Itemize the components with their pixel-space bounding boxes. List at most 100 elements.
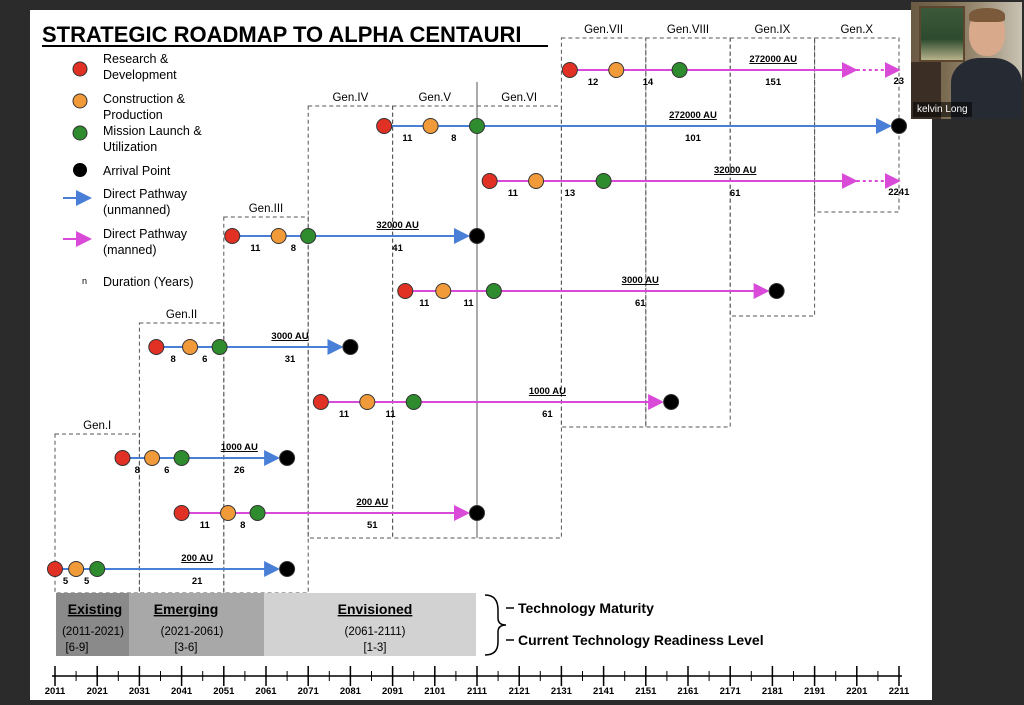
existing-label: Existing [68,601,122,617]
legend-arrival-marker [73,163,87,177]
arrival-point [469,505,485,521]
cp-milestone [528,173,545,189]
ml-milestone [671,62,688,78]
cp-milestone [270,228,287,244]
ml-milestone [485,283,502,299]
cp-milestone [144,450,161,466]
cp-milestone [435,283,452,299]
timeline-year-label: 2171 [720,686,742,697]
timeline-year-label: 2121 [509,686,531,697]
cp-milestone [68,561,85,577]
distance-label: 3000 AU [622,275,659,286]
distance-label: 272000 AU [669,110,717,121]
legend-unmanned-label: Direct Pathway(unmanned) [103,187,188,217]
trl-label: Current Technology Readiness Level [518,632,764,648]
existing-trl: [6-9] [65,642,88,654]
cp-duration-label: 6 [164,465,169,476]
timeline-year-label: 2051 [213,686,235,697]
legend-rd-marker [72,61,88,77]
arrival-point [469,228,485,244]
cp-duration-label: 11 [464,298,475,309]
timeline-year-label: 2211 [889,686,910,697]
timeline-year-label: 2061 [255,686,277,697]
distance-label: 200 AU [181,553,213,564]
cp-duration-label: 13 [565,188,576,199]
envisioned-band [264,593,476,656]
cp-milestone [359,394,376,410]
generation-label: Gen.IV [332,92,368,104]
timeline-year-label: 2091 [382,686,404,697]
timeline-year-label: 2151 [635,686,657,697]
cp-duration-label: 8 [291,243,296,254]
rd-duration-label: 8 [171,354,176,365]
generation-label: Gen.III [249,203,284,215]
legend-duration-label: Duration (Years) [103,275,194,289]
rd-duration-label: 11 [419,298,430,309]
continuation-year-label: 2241 [888,187,910,198]
generation-box [476,105,562,539]
generation-label: Gen.V [418,92,451,104]
mission-duration-label: 26 [234,465,245,476]
rd-duration-label: 11 [250,243,261,254]
rd-milestone [47,561,63,577]
generation-label: Gen.VII [584,24,623,36]
envisioned-range: (2061-2111) [345,626,406,638]
cp-duration-label: 6 [202,354,207,365]
arrival-point [768,283,785,299]
cp-duration-label: 11 [385,409,396,420]
distance-label: 1000 AU [221,442,258,453]
rd-milestone [376,118,393,134]
mission-duration-label: 21 [192,576,203,587]
timeline-year-label: 2101 [424,686,446,697]
arrival-point [891,118,907,134]
rd-milestone [148,339,165,355]
distance-label: 200 AU [356,497,388,508]
arrival-point [663,394,680,410]
cp-duration-label: 5 [84,576,90,587]
rd-milestone [561,62,578,78]
generation-box [729,37,816,317]
emerging-label: Emerging [154,601,219,617]
existing-band [56,593,129,656]
mission-duration-label: 41 [392,243,403,254]
rd-milestone [114,450,131,466]
arrival-point [279,561,296,577]
legend-manned-label: Direct Pathway(manned) [103,227,188,257]
timeline-year-label: 2191 [804,686,826,697]
mission-duration-label: 61 [730,188,741,199]
ml-milestone [249,505,266,521]
timeline-year-label: 2141 [593,686,615,697]
distance-label: 1000 AU [529,386,566,397]
generation-label: Gen.IX [754,24,790,36]
legend-cp-marker [72,93,88,109]
roadmap-diagram: STRATEGIC ROADMAP TO ALPHA CENTAURI Rese… [42,22,910,697]
legend-ml-label: Mission Launch &Utilization [103,124,202,154]
maturity-brace [484,594,507,656]
timeline-year-label: 2031 [129,686,151,697]
legend-arrival-label: Arrival Point [103,164,171,178]
generation-box [560,37,647,428]
envisioned-label: Envisioned [338,601,413,617]
rd-duration-label: 5 [63,576,69,587]
mission-duration-label: 101 [685,133,702,144]
cp-duration-label: 14 [643,77,654,88]
emerging-trl: [3-6] [174,642,197,654]
continuation-year-label: 23 [894,76,905,87]
emerging-band [129,593,264,656]
generation-box [392,105,478,539]
mission-duration-label: 61 [542,409,553,420]
emerging-range: (2021-2061) [161,626,224,638]
arrival-point [342,339,359,355]
participant-video-tile[interactable]: kelvin Long [911,2,1022,119]
participant-hair [969,8,1005,22]
mission-duration-label: 31 [285,354,296,365]
distance-label: 3000 AU [271,331,308,342]
generation-label: Gen.II [166,309,197,321]
envisioned-trl: [1-3] [363,642,386,654]
slide: STRATEGIC ROADMAP TO ALPHA CENTAURI Rese… [30,10,932,700]
rd-milestone [173,505,190,521]
tech-maturity-label: Technology Maturity [518,600,654,616]
timeline-year-label: 2081 [340,686,362,697]
ml-milestone [595,173,612,189]
